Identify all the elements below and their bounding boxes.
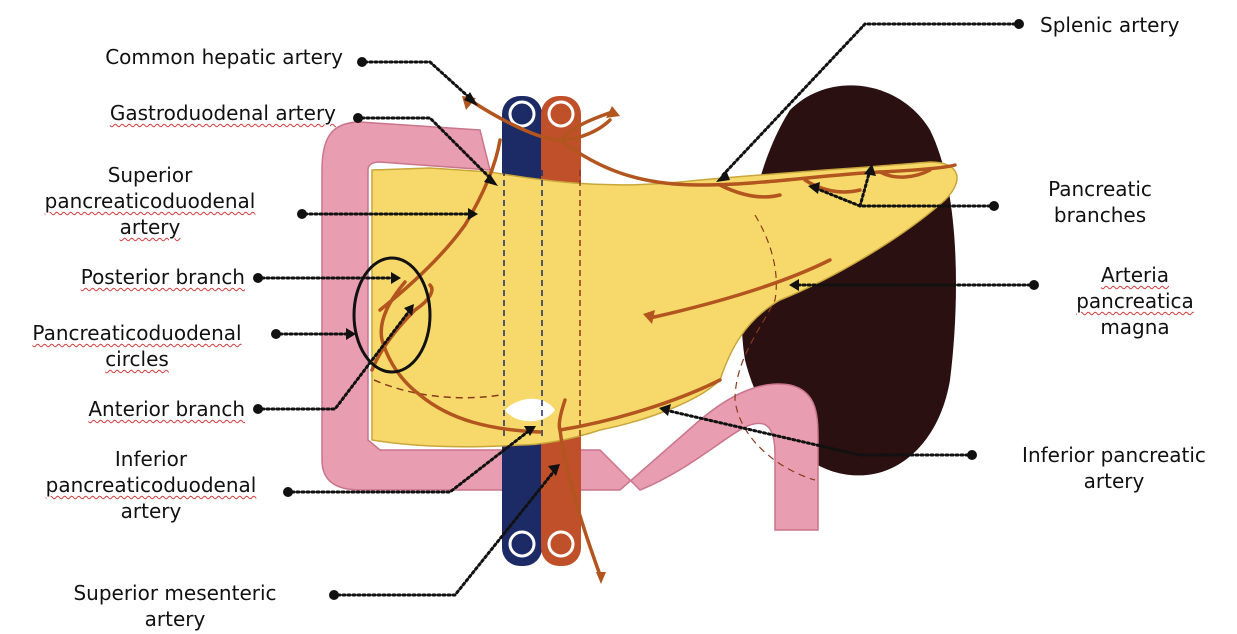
label-pancreatic-branches: Pancreatic branches: [1010, 176, 1190, 228]
label-splenic-artery: Splenic artery: [1040, 12, 1220, 38]
label-superior-mesenteric-artery: Superior mesenteric artery: [40, 580, 310, 632]
label-anterior-branch: Anterior branch: [20, 396, 245, 422]
label-superior-pancreaticoduodenal-artery: Superior pancreaticoduodenal artery: [20, 162, 280, 240]
label-inferior-pancreaticoduodenal-artery: Inferior pancreaticoduodenal artery: [20, 446, 282, 524]
label-common-hepatic-artery: Common hepatic artery: [55, 44, 343, 70]
label-gastroduodenal-artery: Gastroduodenal artery: [40, 100, 336, 126]
label-posterior-branch: Posterior branch: [20, 264, 245, 290]
label-inferior-pancreatic-artery: Inferior pancreatic artery: [995, 442, 1233, 494]
label-arteria-pancreatica-magna: Arteria pancreatica magna: [1050, 262, 1220, 340]
label-pancreaticoduodenal-circles: Pancreaticoduodenal circles: [6, 320, 268, 372]
